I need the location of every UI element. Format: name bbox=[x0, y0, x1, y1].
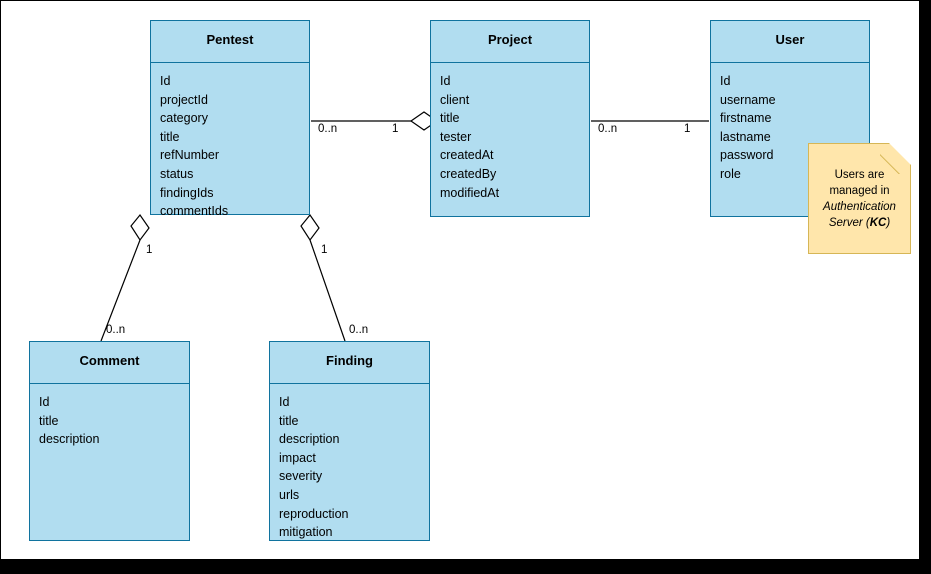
class-title-user: User bbox=[711, 21, 869, 63]
multiplicity-pentest-project-target: 1 bbox=[392, 123, 399, 135]
multiplicity-pentest-comment-source: 1 bbox=[146, 244, 153, 256]
attribute: commentIds bbox=[160, 204, 229, 219]
attribute: category bbox=[160, 111, 208, 126]
attribute: description bbox=[39, 432, 100, 447]
edge-pentest-finding bbox=[309, 239, 346, 342]
multiplicity-pentest-finding-source: 1 bbox=[321, 244, 328, 256]
class-attributes-pentest: Id projectId category title refNumber st… bbox=[151, 63, 309, 221]
class-title-pentest: Pentest bbox=[151, 21, 309, 63]
diamond-pentest-comment bbox=[130, 214, 150, 242]
attribute: title bbox=[440, 111, 460, 126]
note-line-3: Authentication bbox=[823, 200, 896, 213]
multiplicity-project-user-source: 0..n bbox=[598, 123, 618, 135]
attribute: role bbox=[720, 166, 741, 181]
class-box-pentest[interactable]: Pentest Id projectId category title refN… bbox=[150, 20, 310, 218]
attribute: tester bbox=[440, 129, 472, 144]
attribute: firstname bbox=[720, 111, 772, 126]
attribute: findingIds bbox=[160, 185, 214, 200]
class-attributes-user: Id username firstname lastname password … bbox=[711, 63, 869, 184]
attribute: Id bbox=[720, 74, 731, 88]
multiplicity-pentest-comment-target: 0..n bbox=[106, 324, 126, 336]
class-box-project[interactable]: Project Id client title tester createdAt… bbox=[430, 20, 590, 217]
class-attributes-comment: Id title description bbox=[30, 384, 189, 449]
class-attributes-project: Id client title tester createdAt created… bbox=[431, 63, 589, 202]
attribute: modifiedAt bbox=[440, 185, 500, 200]
attribute: Id bbox=[160, 74, 171, 88]
attribute: projectId bbox=[160, 92, 208, 107]
attribute: title bbox=[160, 129, 180, 144]
attribute: Id bbox=[279, 395, 290, 409]
class-box-finding[interactable]: Finding Id title description impact seve… bbox=[269, 341, 430, 541]
attribute: severity bbox=[279, 469, 323, 484]
attribute: password bbox=[720, 148, 774, 163]
attribute: mitigation bbox=[279, 525, 333, 540]
attribute: createdAt bbox=[440, 148, 494, 163]
attribute: status bbox=[160, 166, 194, 181]
class-title-project: Project bbox=[431, 21, 589, 63]
note-paren-open: ( bbox=[862, 216, 870, 229]
attribute: refNumber bbox=[160, 148, 220, 163]
attribute: username bbox=[720, 92, 776, 107]
multiplicity-pentest-project-source: 0..n bbox=[318, 123, 338, 135]
attribute: createdBy bbox=[440, 166, 497, 181]
attribute: Id bbox=[39, 395, 50, 409]
attribute: title bbox=[39, 413, 59, 428]
note-text: Users are managed in Authentication Serv… bbox=[809, 167, 910, 231]
note-line-4: Server bbox=[828, 216, 863, 229]
attribute: title bbox=[279, 413, 299, 428]
attribute: reproduction bbox=[279, 506, 349, 521]
attribute: impact bbox=[279, 450, 316, 465]
diagram-canvas[interactable]: 0..n 1 0..n 1 1 0..n 1 0..n Pentest Id p… bbox=[0, 0, 920, 560]
note-users-managed-in-auth-server[interactable]: Users are managed in Authentication Serv… bbox=[808, 143, 911, 254]
note-paren-close: ) bbox=[886, 216, 891, 229]
note-line-2: managed in bbox=[829, 184, 890, 197]
attribute: urls bbox=[279, 487, 300, 502]
class-box-comment[interactable]: Comment Id title description bbox=[29, 341, 190, 541]
attribute: lastname bbox=[720, 129, 771, 144]
note-line-1: Users are bbox=[834, 168, 885, 181]
class-title-finding: Finding bbox=[270, 342, 429, 384]
multiplicity-pentest-finding-target: 0..n bbox=[349, 324, 369, 336]
attribute: client bbox=[440, 92, 470, 107]
attribute: Id bbox=[440, 74, 451, 88]
note-abbreviation: KC bbox=[869, 216, 887, 229]
attribute: description bbox=[279, 432, 340, 447]
multiplicity-project-user-target: 1 bbox=[684, 123, 691, 135]
class-title-comment: Comment bbox=[30, 342, 189, 384]
class-attributes-finding: Id title description impact severity url… bbox=[270, 384, 429, 542]
